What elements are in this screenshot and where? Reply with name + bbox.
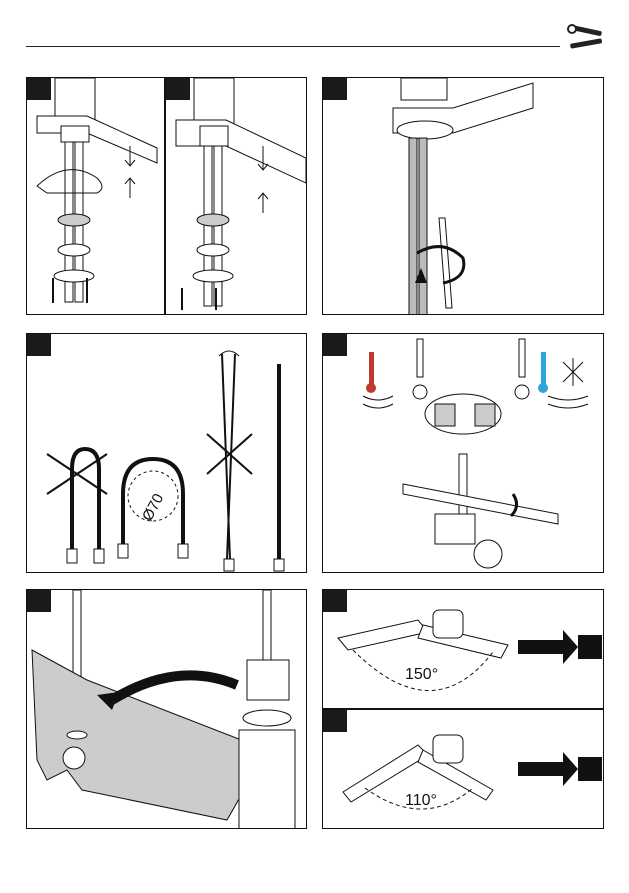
- rotation-angle-label: 150°: [405, 666, 438, 684]
- step-panel-7: 150°: [322, 589, 604, 709]
- snowflake-icon: [563, 358, 583, 386]
- hose-bend-radius-illustration: [27, 334, 307, 573]
- step-panel-3: [322, 77, 604, 315]
- step-panel-4: Ø70: [26, 333, 307, 573]
- step-panel-8: 110°: [322, 709, 604, 829]
- drain-connection-illustration: [27, 590, 307, 829]
- mount-thick-counter-illustration: [166, 78, 307, 315]
- spout-rotation-110-illustration: [323, 710, 604, 829]
- tighten-nut-illustration: [323, 78, 604, 315]
- step-panel-2: [165, 77, 307, 315]
- header-rule: [26, 46, 560, 47]
- rotation-angle-label: 110°: [405, 792, 437, 810]
- hot-thermometer-icon: [369, 352, 374, 386]
- cold-thermometer-icon: [541, 352, 546, 386]
- wrench-screwdriver-icon: [567, 24, 607, 52]
- spout-rotation-150-illustration: [323, 590, 604, 709]
- mount-pipe-illustration: [27, 78, 165, 315]
- connect-hot-cold-illustration: [323, 334, 604, 573]
- step-panel-5: [322, 333, 604, 573]
- step-panel-1: [26, 77, 165, 315]
- step-panel-6: [26, 589, 307, 829]
